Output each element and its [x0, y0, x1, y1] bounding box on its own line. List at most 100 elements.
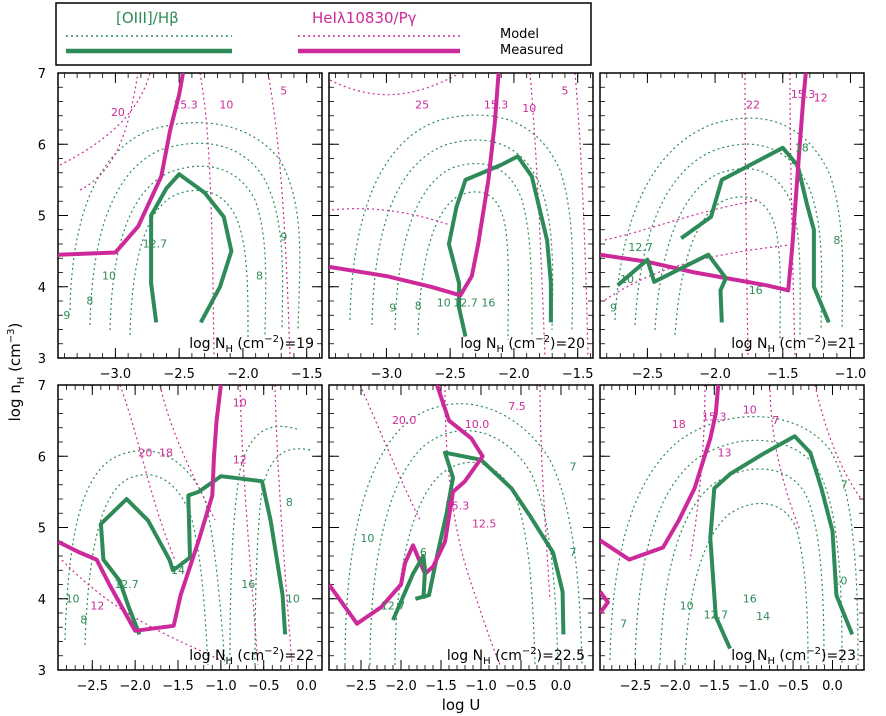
- series-line: [391, 554, 427, 621]
- contour-label: 13: [718, 446, 732, 459]
- x-tick-label: −1.0: [205, 679, 237, 694]
- y-tick-label: 3: [38, 352, 46, 367]
- contour-label: 22: [746, 99, 760, 112]
- contour-label: 14: [171, 564, 185, 577]
- contour-label: 16: [743, 592, 757, 605]
- contour-label: 10: [743, 404, 757, 417]
- contour-label: 10: [219, 99, 233, 112]
- contour-label: 10: [833, 575, 847, 588]
- x-tick-label: −2.0: [385, 679, 417, 694]
- y-tick-label: 5: [38, 522, 46, 537]
- y-tick-label: 6: [38, 450, 46, 465]
- panel-label: log NH (cm−2)=20: [460, 334, 585, 355]
- contour-label: 9: [610, 302, 617, 315]
- x-tick-label: 0.0: [296, 679, 317, 694]
- series-line: [58, 73, 185, 257]
- contour-label: 10: [522, 102, 536, 115]
- x-tick-label: −1.0: [465, 679, 497, 694]
- contour-label: 10: [286, 592, 300, 605]
- y-tick-label: 6: [38, 138, 46, 153]
- contour-label: 18: [159, 446, 173, 459]
- x-tick-label: −1.5: [562, 367, 594, 382]
- panel-frame: [599, 384, 865, 671]
- y-axis-title: log nH (cm−3): [6, 323, 27, 422]
- x-tick-label: −2.0: [227, 367, 259, 382]
- panel-label: log NH (cm−2)=21: [731, 334, 856, 355]
- x-tick-label: −2.5: [163, 367, 195, 382]
- x-tick-label: 0.0: [822, 679, 843, 694]
- contour-label: 10: [233, 396, 247, 409]
- y-tick-label: 3: [38, 664, 46, 679]
- contour-label: 7: [570, 546, 577, 559]
- contour-label: 8: [833, 234, 840, 247]
- contour-label: 15.3: [173, 99, 198, 112]
- contour-label: 10: [66, 592, 80, 605]
- x-tick-label: −2.5: [345, 679, 377, 694]
- legend-frame: [55, 2, 592, 66]
- contour-label: 12.5: [472, 518, 497, 531]
- contour-label: 15.3: [702, 411, 727, 424]
- contour-label: 10.0: [465, 418, 490, 431]
- series-line: [600, 73, 808, 293]
- contour-label: 20: [138, 446, 152, 459]
- contour-label: 5: [561, 84, 568, 97]
- contour-label: 20: [111, 106, 125, 119]
- contour-label: 12.7: [628, 241, 653, 254]
- contour-label: 15.3: [791, 88, 816, 101]
- x-tick-label: 0.0: [551, 679, 572, 694]
- contour-label: 12.7: [143, 238, 168, 251]
- y-tick-label: 4: [38, 593, 46, 608]
- svg-text:log nH (cm−3): log nH (cm−3): [6, 323, 27, 422]
- panel-frame: [57, 72, 323, 359]
- contour-label: 10: [620, 273, 634, 286]
- contour-label: 7: [772, 414, 779, 427]
- contour-label: 20.0: [392, 414, 417, 427]
- model-contours: [59, 73, 863, 666]
- series-line: [446, 154, 553, 338]
- contour-label: 18: [795, 141, 809, 154]
- contour-label: 7: [620, 617, 627, 630]
- contour-label: 14: [756, 610, 770, 623]
- x-tick-label: −0.5: [505, 679, 537, 694]
- legend-oiii-label: [OIII]/Hβ: [116, 9, 179, 27]
- contour-label: 12: [233, 453, 247, 466]
- contour-label: 8: [286, 496, 293, 509]
- x-tick-label: −1.5: [291, 367, 323, 382]
- legend-hei-label: HeIλ10830/Pγ: [312, 9, 417, 27]
- panel-1: −3.0−2.5−2.0−1.53456712.710898915.320105…: [38, 67, 323, 382]
- x-tick-label: −2.5: [632, 367, 664, 382]
- legend-measured-label: Measured: [500, 43, 564, 58]
- contour-label: 10: [680, 599, 694, 612]
- contour-label: 12.7: [453, 297, 478, 310]
- x-tick-label: −1.0: [835, 367, 867, 382]
- contour-label: 9: [389, 302, 396, 315]
- contour-label: 5: [280, 84, 287, 97]
- contour-label: 9: [280, 230, 287, 243]
- series-line: [149, 172, 234, 324]
- x-axis-title: log U: [442, 696, 481, 714]
- series-line: [600, 590, 610, 615]
- contour-label: 6: [420, 546, 427, 559]
- x-tick-label: −2.0: [119, 679, 151, 694]
- contour-label: 12.7: [381, 599, 406, 612]
- panel-label: log NH (cm−2)=23: [731, 646, 856, 667]
- x-tick-label: −1.5: [162, 679, 194, 694]
- contour-label: 8: [80, 614, 87, 627]
- x-tick-label: −1.5: [698, 679, 730, 694]
- contour-label: 8: [86, 295, 93, 308]
- panel-label: log NH (cm−2)=22: [189, 646, 314, 667]
- contour-label: 7: [841, 478, 848, 491]
- contour-label: 10: [360, 532, 374, 545]
- contour-label: 16: [241, 578, 255, 591]
- y-tick-label: 4: [38, 281, 46, 296]
- contour-label: 12: [90, 599, 104, 612]
- x-tick-label: −2.0: [659, 679, 691, 694]
- panel-label: log NH (cm−2)=19: [189, 334, 314, 355]
